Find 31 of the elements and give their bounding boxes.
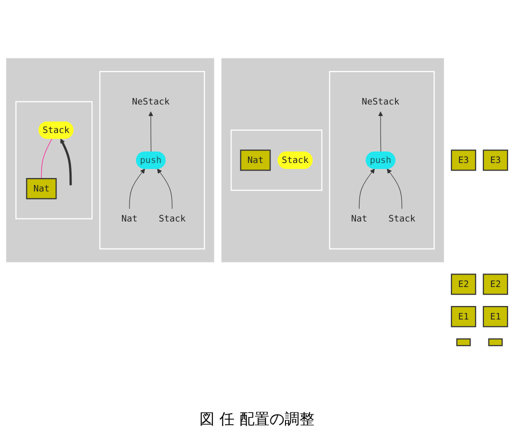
node-box: E1 bbox=[450, 306, 476, 328]
arrow bbox=[60, 138, 72, 186]
node-box: Nat bbox=[240, 150, 271, 171]
cluster bbox=[221, 58, 444, 262]
cluster bbox=[99, 70, 205, 250]
node-box: E3 bbox=[482, 150, 508, 171]
arrow bbox=[148, 111, 154, 152]
node-box bbox=[488, 338, 503, 346]
arrow bbox=[157, 168, 172, 209]
arrow bbox=[358, 168, 375, 209]
node-box: E3 bbox=[450, 150, 476, 171]
cluster bbox=[230, 130, 322, 191]
node-box: E1 bbox=[482, 306, 508, 328]
node-text: Stack bbox=[388, 213, 416, 224]
node-text: NeStack bbox=[132, 96, 170, 107]
node-box bbox=[456, 338, 471, 346]
cluster bbox=[15, 101, 93, 220]
arrow bbox=[129, 168, 146, 209]
connector bbox=[41, 138, 52, 179]
node-text: Nat bbox=[351, 213, 368, 224]
figure-caption: 図 任 配置の調整 bbox=[198, 410, 316, 429]
node-box: Nat bbox=[26, 178, 57, 200]
arrow bbox=[378, 111, 384, 152]
node-text: Stack bbox=[158, 213, 186, 224]
cluster bbox=[6, 58, 214, 262]
cluster bbox=[329, 70, 435, 250]
node-box: E2 bbox=[482, 274, 508, 295]
node-box: E2 bbox=[450, 274, 476, 295]
node-text: Nat bbox=[121, 213, 138, 224]
arrow bbox=[386, 168, 402, 209]
node-text: NeStack bbox=[362, 96, 400, 107]
